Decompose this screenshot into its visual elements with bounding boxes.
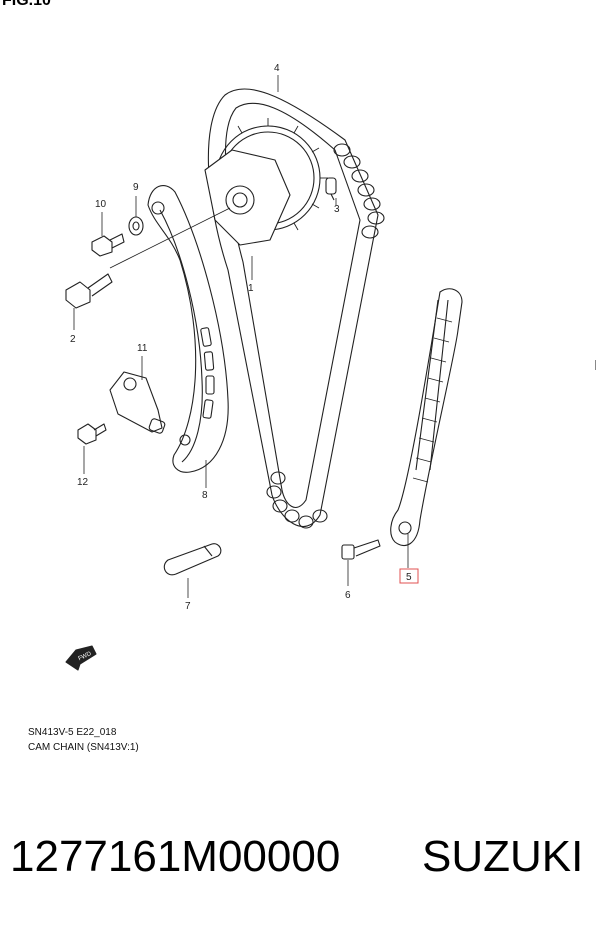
callout-11: 11 [137,343,148,354]
pin-7 [163,543,222,576]
cam-chain-diagram: 4 9 10 3 1 2 11 12 8 5 6 7 FWD [65,63,463,671]
chain-links-top [333,143,385,239]
dowel-pin [325,177,337,201]
figure-header: FIG.10 [2,0,51,9]
bolt-6 [341,539,381,560]
cam-sprocket [204,118,328,246]
fwd-arrow [65,645,97,671]
part-number: 1277161M00000 [10,832,341,881]
callout-7: 7 [185,601,191,612]
brand-name: SUZUKI [422,832,584,881]
footer-strip [0,780,600,932]
callout-4: 4 [274,63,280,74]
diagram-code: SN413V-5 E22_018 [28,727,117,738]
highlight-box-5 [399,568,419,584]
chain-guide [390,288,463,547]
callout-3: 3 [334,204,340,215]
callout-2: 2 [70,334,76,345]
callout-9: 9 [133,182,139,193]
bolt-12 [77,423,107,445]
callout-8: 8 [202,490,208,501]
diagram-title: CAM CHAIN (SN413V:1) [28,742,139,753]
washer-9 [128,216,144,236]
callout-6: 6 [345,590,351,601]
callout-1: 1 [248,283,254,294]
fwd-label: FWD [78,651,94,662]
chain-tensioner-arm [147,185,229,473]
callout-5: 5 [406,572,412,583]
edge-mark [595,360,600,370]
bolt-10 [91,233,125,257]
callout-10: 10 [95,199,107,210]
chain-links-bottom [266,471,328,529]
callout-12: 12 [77,477,89,488]
bolt-2 [65,273,113,309]
tensioner-11 [109,371,166,434]
